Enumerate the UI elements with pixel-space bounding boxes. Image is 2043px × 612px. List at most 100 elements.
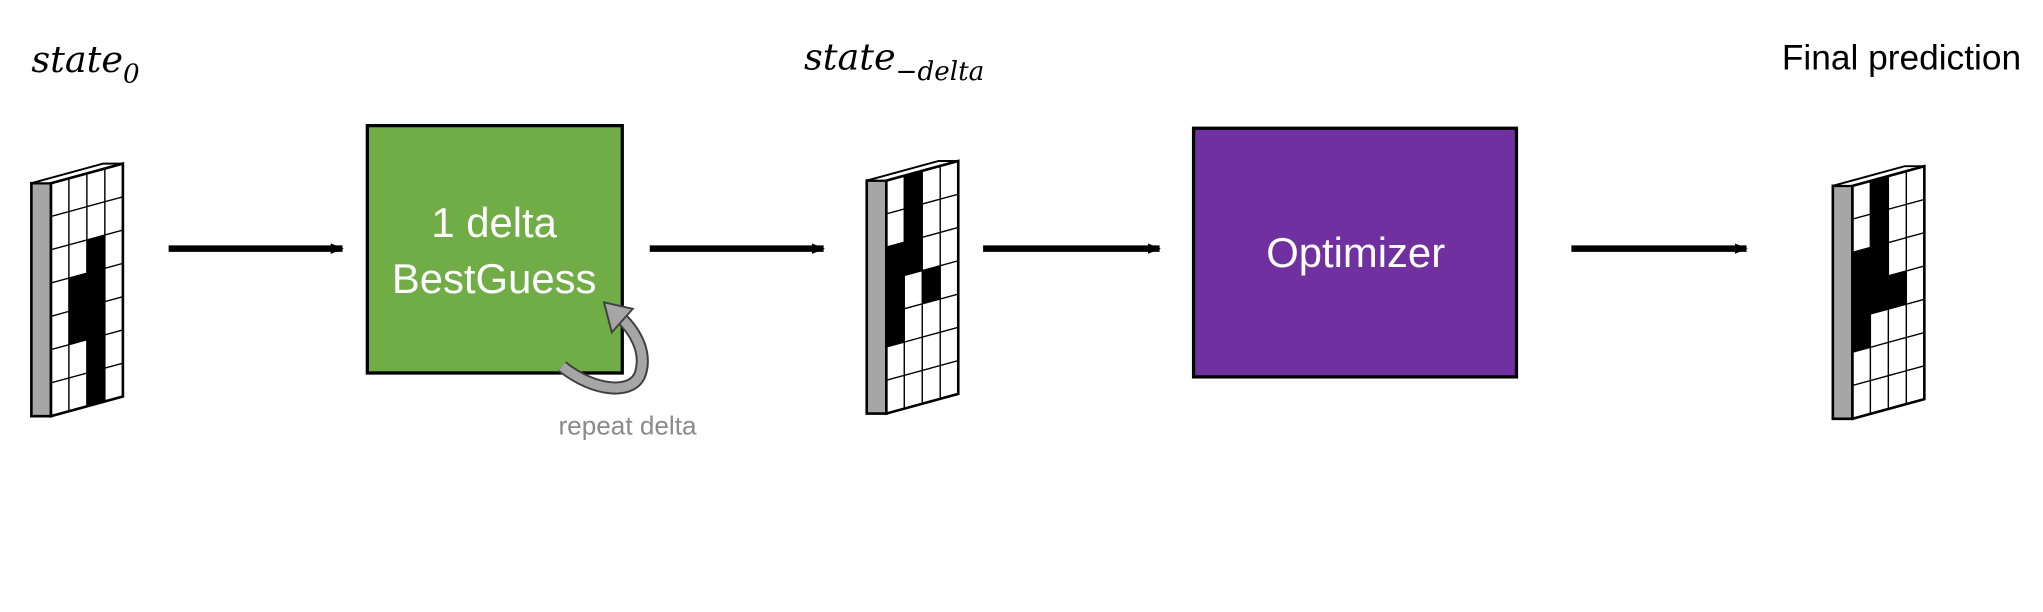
grid-cell-empty [1887,203,1908,244]
grid-cell-empty [885,174,905,215]
grid-cell-filled [1851,313,1872,354]
grid-cell-empty [50,244,70,284]
final-prediction-grid [1831,164,1926,421]
grid-side-panel [30,181,53,418]
repeat-delta-caption: repeat delta [558,410,697,440]
grid-cell-empty [885,208,905,249]
grid-cell-empty [104,229,124,270]
bestguess-box [365,123,624,375]
grid-cell-empty [1905,198,1925,239]
grid-cell-empty [50,343,70,384]
grid-cell-empty [903,369,923,410]
grid-cell-empty [50,310,70,351]
grid-cell-empty [921,231,941,272]
grid-face-outline [1851,164,1926,421]
grid-cell-empty [104,196,124,236]
grid-cell-filled [1869,274,1890,315]
grid-cell-empty [1905,231,1925,272]
grid-cell-empty [68,205,88,246]
grid-cell-empty [104,295,124,336]
grid-cell-empty [939,293,959,334]
grid-cell-empty [939,160,959,201]
grid-cell-filled [86,267,106,308]
grid-cell-filled [86,334,106,374]
state-delta-label: state−delta [804,35,984,86]
grid-cell-filled [885,307,905,348]
grid-cell-empty [1905,165,1925,206]
grid-cell-empty [939,326,959,367]
grid-cell-empty [1905,365,1925,405]
grid-cell-empty [939,193,959,234]
grid-cell-empty [1887,170,1908,211]
grid-cell-filled [903,169,923,210]
grid-cell-empty [921,298,941,339]
optimizer-label: Optimizer [1266,229,1445,276]
grid-cell-empty [921,198,941,239]
grid-cell-filled [903,236,923,277]
pipeline-diagram: state0 state−delta Final prediction 1 de… [30,35,2021,440]
grid-cell-filled [1851,246,1872,287]
grid-cell-filled [86,300,106,341]
grid-cell-empty [1869,374,1890,415]
grid-cell-empty [1851,180,1872,220]
grid-cell-filled [1869,208,1890,249]
grid-cell-empty [50,277,70,318]
grid-cell-empty [939,359,959,400]
grid-cell-empty [50,177,70,218]
grid-cell-empty [921,331,941,372]
state0-label: state0 [31,38,139,89]
grid-cell-empty [1887,369,1908,410]
state0-grid [30,161,125,418]
grid-cell-empty [68,372,88,413]
grid-side-panel [865,179,888,415]
grid-cell-empty [1905,331,1925,372]
grid-cell-filled [903,203,923,244]
bestguess-line2: BestGuess [392,255,597,302]
grid-cell-filled [885,241,905,282]
optimizer-box [1191,126,1519,379]
grid-cell-filled [1887,270,1908,310]
grid-cell-empty [921,165,941,205]
grid-cell-empty [1887,236,1908,277]
grid-cell-filled [86,234,106,275]
grid-cell-empty [903,336,923,377]
grid-cell-empty [1869,341,1890,382]
grid-cell-empty [68,239,88,280]
grid-cell-filled [68,305,88,346]
grid-cell-filled [68,272,88,313]
grid-cell-filled [885,274,905,315]
grid-cell-empty [1851,379,1872,420]
grid-cell-filled [1869,241,1890,282]
grid-cell-empty [903,269,923,310]
grid-cell-empty [1851,346,1872,387]
grid-cell-filled [1851,279,1872,320]
grid-cell-filled [86,367,106,408]
grid-cell-filled [1869,175,1890,216]
grid-cell-empty [68,172,88,213]
grid-cell-empty [50,377,70,418]
grid-cell-empty [1887,303,1908,344]
bestguess-line1: 1 delta [431,199,557,246]
grid-face-outline [885,159,960,416]
grid-cell-filled [921,264,941,305]
state-delta-grid [865,159,960,416]
grid-cell-empty [903,303,923,343]
grid-cell-empty [939,226,959,267]
grid-cell-empty [1869,308,1890,349]
grid-face-outline [49,161,125,418]
grid-cell-empty [1905,298,1925,339]
final-prediction-label: Final prediction [1782,38,2021,77]
grid-cell-empty [86,167,106,208]
grid-cell-empty [68,338,88,379]
grid-side-panel [1831,184,1854,421]
repeat-loop-arrowhead [602,300,635,335]
grid-cell-empty [1905,265,1925,306]
grid-cell-empty [104,162,124,203]
grid-cell-empty [885,341,905,382]
grid-cell-empty [104,362,124,403]
grid-cell-empty [885,374,905,415]
grid-cell-empty [921,364,941,405]
grid-cell-empty [1887,336,1908,377]
grid-cell-empty [104,262,124,303]
